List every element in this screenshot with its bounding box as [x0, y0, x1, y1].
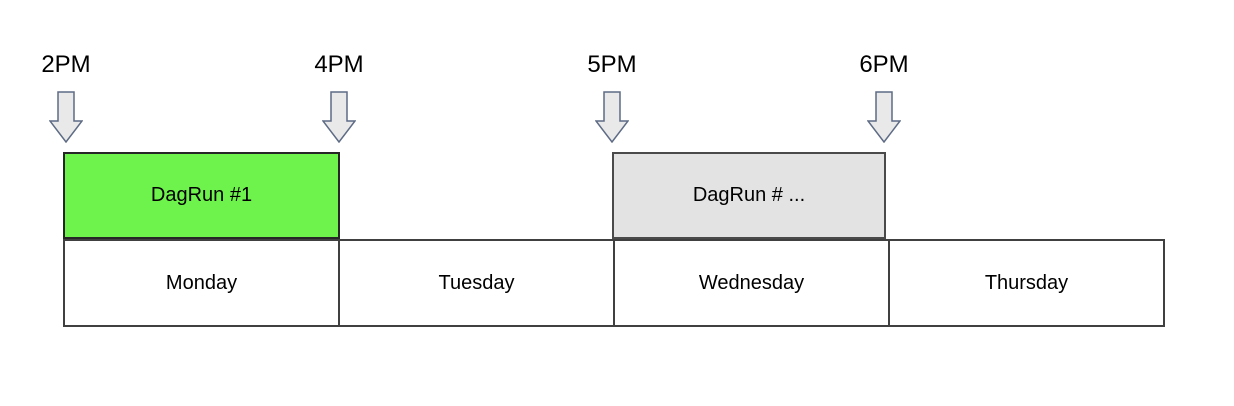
- day-label-monday: Monday: [165, 271, 238, 294]
- dagrun-box-next-label: DagRun # ...: [692, 184, 806, 206]
- dagrun-box-1-label: DagRun #1: [150, 184, 253, 206]
- down-arrow-icon: [867, 91, 901, 143]
- day-label-wednesday: Wednesday: [698, 271, 805, 294]
- day-row: Monday Tuesday Wednesday Thursday: [63, 239, 1165, 327]
- time-label-2pm: 2PM: [41, 51, 91, 78]
- day-cell-thursday: Thursday: [890, 241, 1163, 325]
- time-marker-4pm: 4PM: [294, 52, 384, 143]
- down-arrow-icon: [595, 91, 629, 143]
- time-marker-2pm: 2PM: [21, 52, 111, 143]
- day-cell-monday: Monday: [65, 241, 340, 325]
- down-arrow-icon: [322, 91, 356, 143]
- dagrun-box-next: DagRun # ...: [612, 152, 886, 239]
- day-cell-tuesday: Tuesday: [340, 241, 615, 325]
- time-label-4pm: 4PM: [314, 51, 364, 78]
- day-cell-wednesday: Wednesday: [615, 241, 890, 325]
- dagrun-box-1: DagRun #1: [63, 152, 340, 239]
- time-marker-6pm: 6PM: [839, 52, 929, 143]
- time-marker-5pm: 5PM: [567, 52, 657, 143]
- time-label-5pm: 5PM: [587, 51, 637, 78]
- day-label-tuesday: Tuesday: [438, 271, 515, 294]
- time-label-6pm: 6PM: [859, 51, 909, 78]
- day-label-thursday: Thursday: [984, 271, 1069, 294]
- down-arrow-icon: [49, 91, 83, 143]
